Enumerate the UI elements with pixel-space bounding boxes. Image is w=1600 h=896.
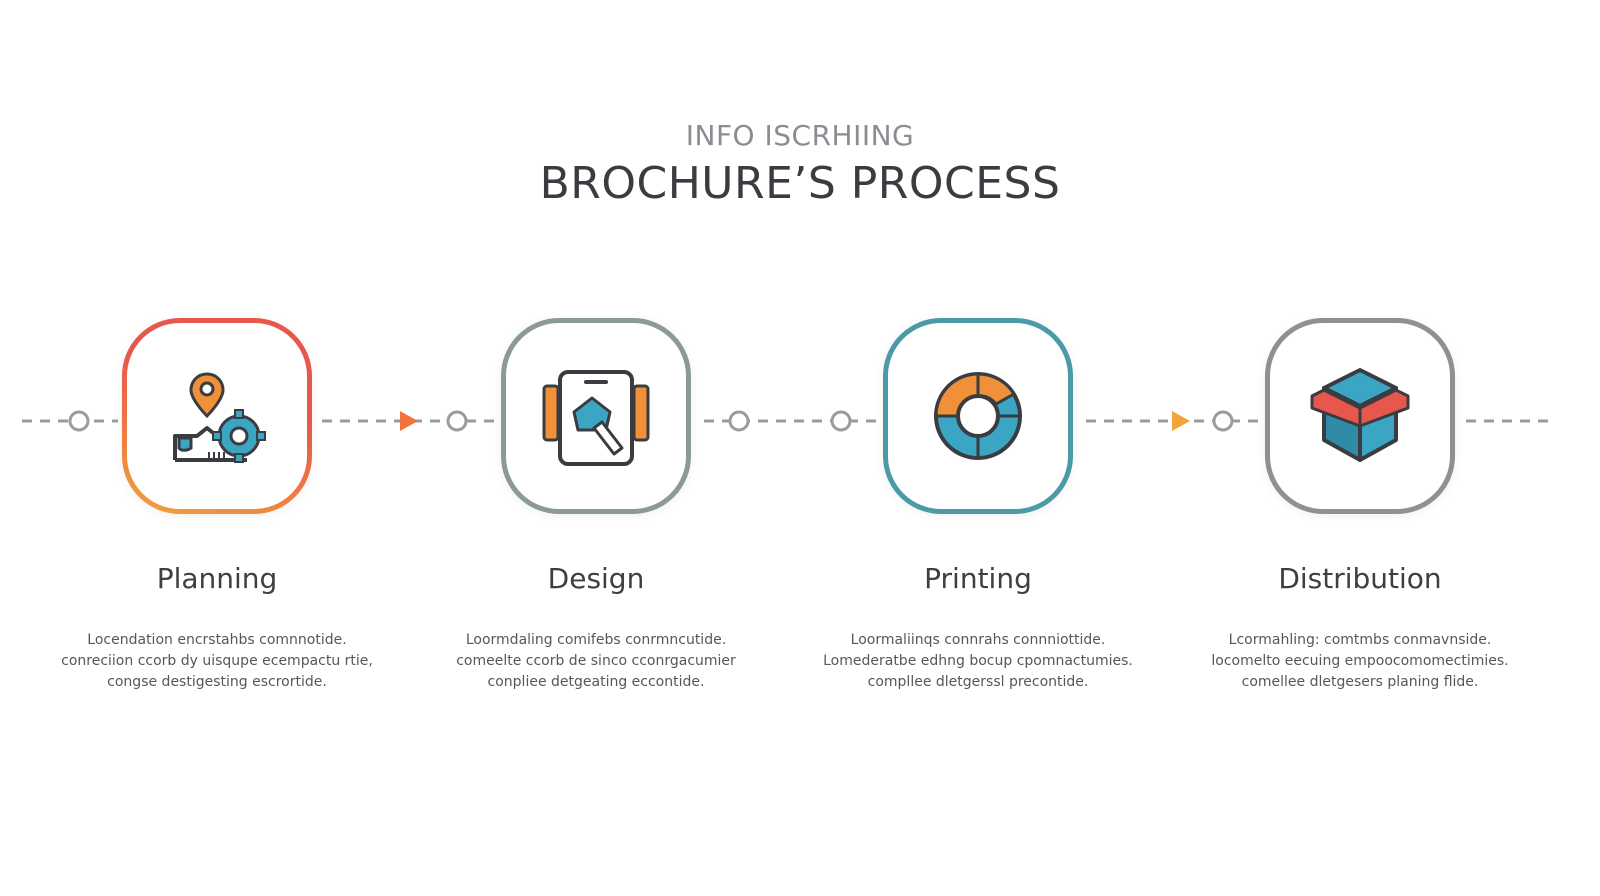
step-title: Distribution <box>1278 562 1442 595</box>
step-title: Design <box>547 562 645 595</box>
desc-line: Lomederatbe edhng bocup cpomnactumies. <box>823 653 1133 669</box>
desc-line: Loormdaling comifebs conrmncutide. <box>465 632 727 648</box>
diagram-subtitle: INFO ISCRHIING <box>685 119 915 152</box>
step-title: Planning <box>156 562 278 595</box>
desc-line: Lcormahling: comtmbs conmavnside. <box>1228 632 1492 648</box>
desc-line: conreciion ccorb dy uisqupe ecempactu rt… <box>61 653 373 669</box>
step-description: Locendation encrstahbs comnnotide. conre… <box>27 630 407 693</box>
desc-line: congse destigesting escrortide. <box>107 674 327 690</box>
step-distribution: Distribution Lcormahling: comtmbs conmav… <box>1170 318 1550 693</box>
design-icon-box <box>501 318 691 514</box>
desc-line: locomelto eecuing empoocomomectimies. <box>1211 653 1509 669</box>
distribution-icon-box <box>1265 318 1455 514</box>
desc-line: compllee dletgerssl precontide. <box>867 674 1089 690</box>
planning-pin-gear-icon <box>173 372 266 463</box>
header: INFO ISCRHIING BROCHURE’S PROCESS <box>0 118 1600 212</box>
step-design: Design Loormdaling comifebs conrmncutide… <box>406 318 786 693</box>
desc-line: Loormaliinqs connrahs connniottide. <box>850 632 1106 648</box>
step-description: Loormdaling comifebs conrmncutide. comee… <box>406 630 786 693</box>
distribution-cube-icon <box>1310 368 1410 462</box>
printing-ring-chart-icon <box>934 372 1022 460</box>
step-description: Loormaliinqs connrahs connniottide. Lome… <box>788 630 1168 693</box>
printing-icon-box <box>883 318 1073 514</box>
step-planning: Planning Locendation encrstahbs comnnoti… <box>27 318 407 693</box>
design-tablet-pen-icon <box>542 370 650 466</box>
diagram-title: BROCHURE’S PROCESS <box>539 158 1061 209</box>
step-description: Lcormahling: comtmbs conmavnside. locome… <box>1170 630 1550 693</box>
planning-icon-box <box>122 318 312 514</box>
step-printing: Printing Loormaliinqs connrahs connniott… <box>788 318 1168 693</box>
desc-line: Locendation encrstahbs comnnotide. <box>87 632 347 648</box>
desc-line: comeelte ccorb de sinco cconrgacumier <box>456 653 736 669</box>
desc-line: conpliee detgeating eccontide. <box>487 674 705 690</box>
desc-line: comellee dletgesers planing flide. <box>1241 674 1479 690</box>
step-title: Printing <box>924 562 1032 595</box>
